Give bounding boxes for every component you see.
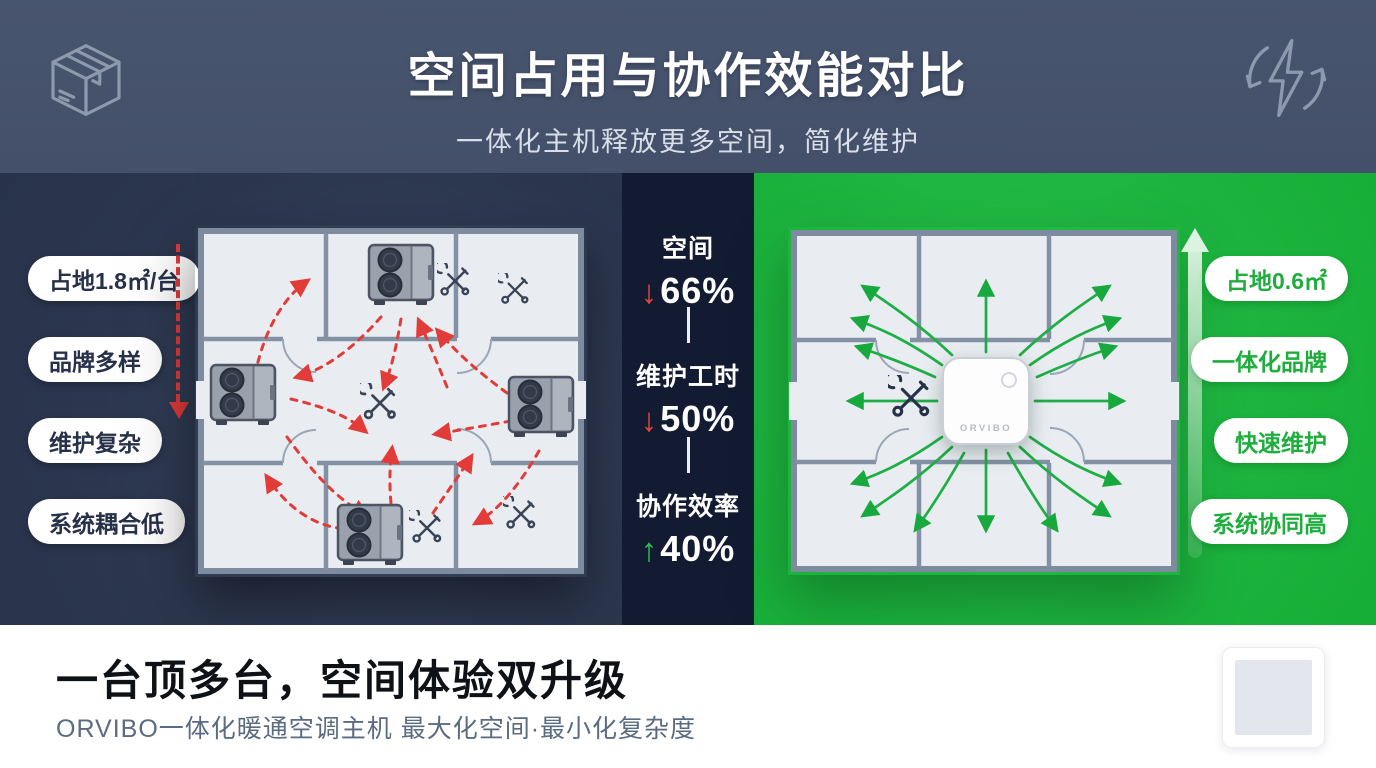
down-arrow-icon: ↓ [640, 273, 659, 310]
product-thumbnail-image [1235, 660, 1312, 735]
integrated-pill-footprint: 占地0.6㎡ [1205, 256, 1348, 301]
traditional-pill-maintenance: 维护复杂 [28, 418, 162, 463]
stat-maintenance-hours: 维护工时 ↓50% [622, 357, 754, 440]
stat-space: 空间 ↓66% [622, 229, 754, 312]
traditional-pill-footprint: 占地1.8㎡/台 [28, 256, 201, 301]
integrated-pill-brand: 一体化品牌 [1191, 337, 1348, 382]
multi-unit-floorplan [195, 225, 587, 577]
package-box-icon [51, 44, 121, 116]
integrated-floorplan: ORVIBO [788, 227, 1180, 575]
integrated-pill-maintenance: 快速维护 [1214, 418, 1348, 463]
green-radiating-arrows [845, 278, 1127, 534]
stat-value: ↑40% [640, 528, 736, 569]
up-arrow-icon: ↑ [640, 531, 659, 568]
stat-value: ↓66% [640, 270, 736, 311]
stat-label: 协作效率 [635, 493, 740, 521]
down-arrow-icon: ↓ [640, 401, 659, 438]
header: 空间占用与协作效能对比 一体化主机释放更多空间，简化维护 [0, 0, 1376, 173]
footer-subheadline: ORVIBO一体化暖通空调主机 最大化空间·最小化复杂度 [56, 715, 697, 743]
decline-arrow [169, 244, 189, 419]
stat-collaboration: 协作效率 ↑40% [622, 487, 754, 570]
energy-cycle-icon [1245, 38, 1327, 118]
traditional-pill-brands: 品牌多样 [28, 337, 162, 382]
footer: 一台顶多台，空间体验双升级 ORVIBO一体化暖通空调主机 最大化空间·最小化复… [0, 625, 1376, 768]
improvement-arrow [1181, 228, 1209, 558]
ac-unit-left [209, 363, 277, 427]
interior-walls [203, 233, 579, 569]
stat-divider [686, 437, 690, 473]
integrated-system-panel: ORVIBO 占地0.6㎡ 一体化品牌 快速维护 系统协同高 [754, 173, 1376, 625]
ac-unit-right [507, 375, 575, 439]
red-dashed-arrows [253, 278, 541, 531]
product-thumbnail [1222, 647, 1325, 748]
page-subtitle: 一体化主机释放更多空间，简化维护 [456, 127, 920, 157]
stat-label: 空间 [661, 235, 714, 263]
stat-divider [686, 307, 690, 343]
integrated-pill-synergy: 系统协同高 [1191, 499, 1348, 544]
stats-column: 空间 ↓66% 维护工时 ↓50% 协作效率 ↑40% [622, 173, 754, 625]
orvibo-host-device: ORVIBO [942, 357, 1030, 445]
stat-value: ↓50% [640, 398, 736, 439]
door-arcs [875, 339, 1085, 463]
stat-label: 维护工时 [635, 363, 740, 391]
header-titles: 空间占用与协作效能对比 一体化主机释放更多空间，简化维护 [0, 0, 1376, 159]
device-brand-label: ORVIBO [960, 423, 1012, 434]
ac-unit-bottom [336, 503, 404, 567]
traditional-pill-coupling: 系统耦合低 [28, 499, 185, 544]
ac-unit-top [367, 243, 435, 307]
footer-headline: 一台顶多台，空间体验双升级 [56, 657, 629, 704]
traditional-system-panel: 占地1.8㎡/台 品牌多样 维护复杂 系统耦合低 [0, 173, 622, 625]
page-title: 空间占用与协作效能对比 [407, 50, 969, 103]
comparison-band: 占地1.8㎡/台 品牌多样 维护复杂 系统耦合低 [0, 173, 1376, 625]
device-indicator [1001, 372, 1017, 388]
